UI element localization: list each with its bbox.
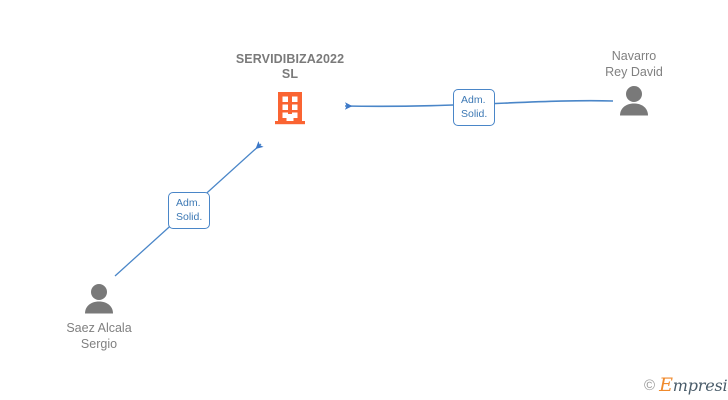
- relation-label-saez-to-company[interactable]: Adm. Solid.: [168, 192, 211, 229]
- relation-label-line1: Adm.: [176, 197, 201, 209]
- company-title-line1: SERVIDIBIZA2022: [235, 52, 345, 66]
- company-node[interactable]: SERVIDIBIZA2022 SL: [207, 52, 373, 125]
- person-name-line2: Sergio: [80, 337, 118, 351]
- company-title-line2: SL: [281, 67, 299, 81]
- person-icon: [85, 284, 113, 314]
- empresia-watermark: © Empresia: [644, 376, 728, 395]
- person-icon: [620, 86, 648, 116]
- company-title: SERVIDIBIZA2022 SL: [207, 52, 373, 82]
- person-name-saez: Saez Alcala Sergio: [24, 320, 174, 352]
- person-name-line1: Navarro: [611, 49, 657, 63]
- relation-label-line2: Solid.: [461, 108, 488, 120]
- empresia-logo-text: Empresia: [659, 376, 728, 395]
- relation-label-line2: Solid.: [176, 211, 203, 223]
- relation-label-line1: Adm.: [461, 94, 486, 106]
- copyright-icon: ©: [644, 377, 656, 394]
- relation-label-navarro-to-company[interactable]: Adm. Solid.: [453, 89, 496, 126]
- person-name-line1: Saez Alcala: [66, 321, 132, 335]
- empresia-logo-initial: E: [659, 374, 673, 396]
- company-icon-wrap: [207, 91, 373, 125]
- person-icon-wrap: [559, 85, 709, 117]
- person-node-saez-alcala-sergio[interactable]: Saez Alcala Sergio: [24, 283, 174, 352]
- person-icon-wrap: [24, 283, 174, 315]
- empresia-logo-rest: mpresia: [672, 376, 728, 395]
- person-name-line2: Rey David: [605, 65, 663, 79]
- person-node-navarro-rey-david[interactable]: Navarro Rey David: [559, 48, 709, 117]
- person-name-navarro: Navarro Rey David: [559, 48, 709, 80]
- building-icon: [275, 92, 305, 125]
